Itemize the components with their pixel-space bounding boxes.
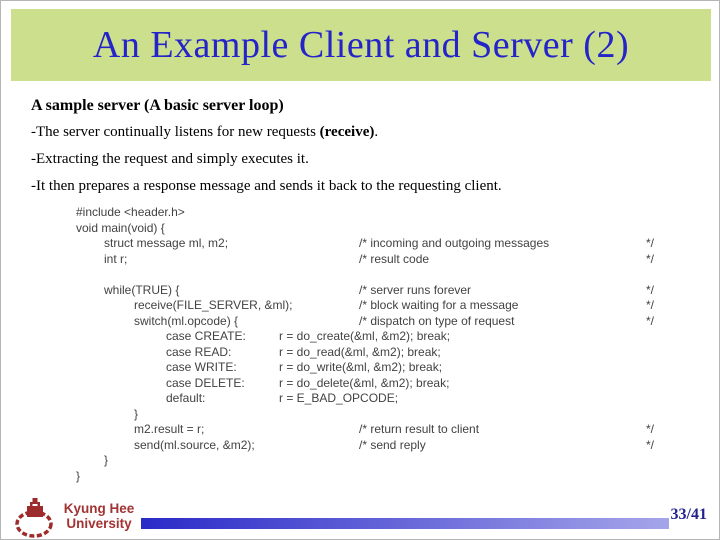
- code-line: m2.result = r; /* return result to client…: [76, 422, 682, 438]
- code-comment-text: /* block waiting for a message: [359, 298, 519, 312]
- code-action-text: r = do_write(&ml, &m2); break;: [279, 360, 443, 374]
- code-line: send(ml.source, &m2); /* send reply */: [76, 438, 682, 454]
- code-comment-close: */: [646, 298, 655, 312]
- code-text: case DELETE:: [166, 375, 245, 390]
- code-action-text: r = do_delete(&ml, &m2); break;: [279, 375, 450, 390]
- code-text: send(ml.source, &m2);: [134, 437, 255, 452]
- code-comment-text: /* incoming and outgoing messages: [359, 236, 550, 250]
- bullet-text: -It then prepares a response message and…: [31, 178, 502, 194]
- bullet-bold-text: (receive): [319, 124, 375, 140]
- code-text: case CREATE:: [166, 329, 246, 343]
- code-line: case DELETE: r = do_delete(&ml, &m2); bre…: [76, 376, 682, 392]
- code-text: case WRITE:: [166, 360, 237, 374]
- code-line: default: r = E_BAD_OPCODE;: [76, 391, 682, 407]
- code-line: }: [76, 407, 682, 423]
- code-comment-text: /* server runs forever: [359, 282, 472, 297]
- code-action-text: r = do_create(&ml, &m2); break;: [279, 329, 451, 343]
- code-text: }: [104, 453, 109, 467]
- code-comment-text: /* send reply: [359, 437, 426, 452]
- body-text: A sample server (A basic server loop) -T…: [31, 96, 703, 204]
- university-name-line2: University: [66, 516, 132, 531]
- code-line: [76, 267, 682, 283]
- code-line: void main(void) {: [76, 221, 682, 237]
- code-comment-close: */: [646, 313, 655, 328]
- code-line: }: [76, 453, 682, 469]
- code-text: receive(FILE_SERVER, &ml);: [134, 298, 293, 312]
- bullet-text: -Extracting the request and simply execu…: [31, 151, 309, 167]
- code-line: case WRITE: r = do_write(&ml, &m2); break…: [76, 360, 682, 376]
- code-text: #include <header.h>: [76, 205, 185, 219]
- university-logo-icon: [15, 498, 53, 538]
- bullet-text: -The server continually listens for new …: [31, 124, 320, 140]
- code-text: while(TRUE) {: [104, 282, 180, 297]
- code-comment-close: */: [646, 236, 655, 250]
- bullet-item: -Extracting the request and simply execu…: [31, 150, 703, 169]
- code-line: struct message ml, m2; /* incoming and ou…: [76, 236, 682, 252]
- code-line: case CREATE: r = do_create(&ml, &m2); bre…: [76, 329, 682, 345]
- code-line: int r; /* result code */: [76, 252, 682, 268]
- code-line: case READ: r = do_read(&ml, &m2); break;: [76, 345, 682, 361]
- university-name-line1: Kyung Hee: [63, 501, 135, 516]
- code-text: struct message ml, m2;: [104, 236, 229, 250]
- code-line: }: [76, 469, 682, 485]
- code-line: switch(ml.opcode) { /* dispatch on type o…: [76, 314, 682, 330]
- code-line: receive(FILE_SERVER, &ml); /* block waiti…: [76, 298, 682, 314]
- bullet-item: -It then prepares a response message and…: [31, 177, 703, 196]
- code-comment-close: */: [646, 437, 655, 452]
- code-comment-text: /* result code: [359, 251, 430, 266]
- slide-title: An Example Client and Server (2): [92, 24, 630, 66]
- code-text: m2.result = r;: [134, 422, 205, 436]
- section-heading: A sample server (A basic server loop): [31, 97, 284, 114]
- code-action-text: r = do_read(&ml, &m2); break;: [279, 344, 441, 359]
- code-text: void main(void) {: [76, 220, 165, 235]
- code-text: }: [76, 468, 81, 483]
- code-comment-close: */: [646, 422, 655, 436]
- code-comment-close: */: [646, 282, 655, 297]
- title-banner: An Example Client and Server (2): [11, 9, 711, 81]
- page-number: 33/41: [670, 506, 707, 523]
- code-text: case READ:: [166, 344, 232, 359]
- university-name: Kyung Hee University: [55, 501, 143, 531]
- code-text: default:: [166, 391, 206, 405]
- code-text: }: [134, 406, 139, 421]
- bullet-item: -The server continually listens for new …: [31, 123, 703, 142]
- code-comment-text: /* return result to client: [359, 422, 480, 436]
- code-action-text: r = E_BAD_OPCODE;: [279, 391, 399, 405]
- footer-accent-bar: [141, 518, 669, 529]
- bullet-text: .: [374, 124, 379, 140]
- code-comment-close: */: [646, 251, 655, 266]
- code-listing: #include <header.h>void main(void) {stru…: [76, 205, 682, 484]
- code-line: #include <header.h>: [76, 205, 682, 221]
- code-text: int r;: [104, 251, 128, 266]
- code-text: switch(ml.opcode) {: [134, 313, 239, 328]
- code-comment-text: /* dispatch on type of request: [359, 313, 515, 328]
- code-line: while(TRUE) { /* server runs forever */: [76, 283, 682, 299]
